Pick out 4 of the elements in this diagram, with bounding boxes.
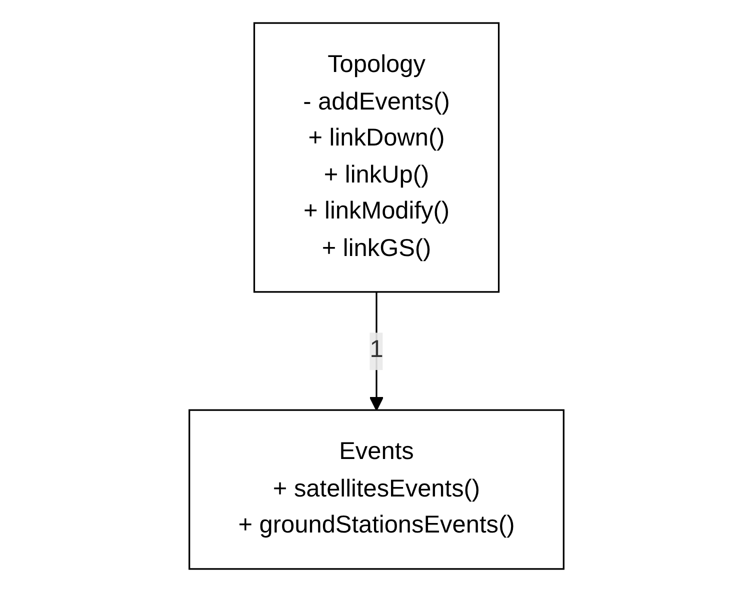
edge-label: 1	[370, 336, 384, 364]
node-box: Topology - addEvents() + linkDown() + linkUp() + linkModify() + linkGS()	[253, 22, 500, 293]
node-box: Events + satellitesEvents() + groundStationsEvents()	[188, 409, 564, 570]
arrow	[369, 292, 384, 411]
